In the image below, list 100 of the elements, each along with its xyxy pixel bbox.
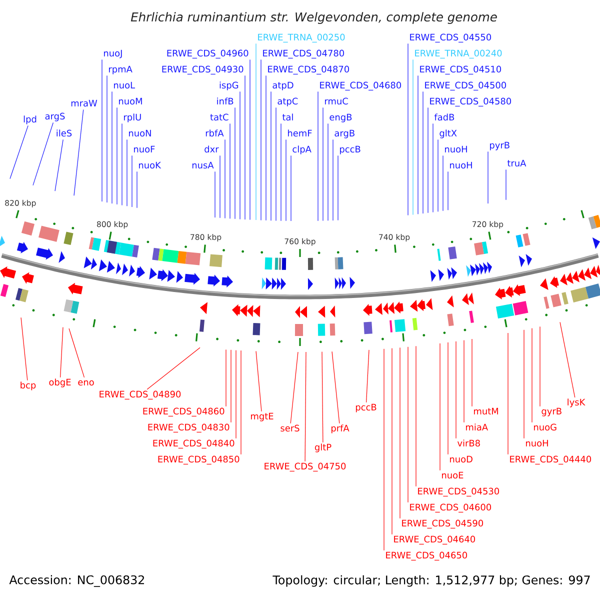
leader-line (106, 75, 108, 203)
gene-label: ERWE_CDS_04510 (420, 66, 502, 74)
gene-label: ERWE_CDS_04580 (430, 98, 512, 106)
leader-line (290, 352, 298, 424)
gene-label: argS (45, 112, 65, 122)
gene-label: clpA (292, 146, 312, 154)
gene-label: ERWE_CDS_04680 (320, 82, 402, 90)
gene-label: infB (217, 98, 234, 104)
leader-line (280, 123, 282, 222)
gene-label: mgtE (251, 412, 274, 422)
gene-label: ERWE_CDS_04590 (402, 520, 484, 529)
gene-label: ileS (56, 130, 72, 137)
gene-label: nuoK (139, 162, 162, 169)
gene-label: ispG (220, 82, 238, 90)
leader-line (366, 350, 370, 403)
gene-label: engB (330, 114, 352, 122)
gene-label: ERWE_CDS_04650 (386, 552, 468, 561)
gene-label: ERWE_CDS_04930 (162, 66, 244, 74)
gene-label: tatC (210, 114, 228, 121)
gene-label: gyrB (542, 408, 562, 416)
gene-label: gltP (314, 444, 332, 452)
gene-label: virB8 (457, 440, 480, 447)
gene-label: ERWE_CDS_04600 (410, 504, 492, 513)
gene-label: serS (280, 424, 300, 432)
leader-line (442, 155, 444, 212)
gene-label: ERWE_CDS_04890 (100, 390, 181, 400)
gene-label: tal (282, 114, 293, 121)
leader-line (304, 352, 306, 462)
gene-label: rplU (124, 114, 141, 122)
gene-label: nuoF (134, 146, 155, 153)
gene-label: ERWE_CDS_04840 (153, 440, 234, 449)
gene-label: truA (507, 160, 526, 167)
leader-line (332, 139, 334, 221)
gene-label: gltX (440, 130, 457, 138)
gene-label: ERWE_CDS_04850 (158, 456, 240, 465)
gene-label: nuoL (114, 82, 135, 89)
leader-line (270, 91, 272, 221)
gene-label: eno (78, 380, 94, 386)
leader-line (214, 171, 216, 218)
leader-line (230, 350, 232, 423)
gene-label: fadB (434, 114, 454, 121)
leader-line (240, 350, 242, 455)
gene-label: ERWE_TRNA_00240 (415, 50, 502, 58)
gene-label: ERWE_CDS_04550 (410, 34, 492, 42)
leader-line (412, 59, 414, 215)
gene-label: ERWE_CDS_04500 (425, 82, 506, 90)
gene-label: atpC (278, 98, 298, 106)
footer-text: Accession: NC_006832 (9, 575, 144, 587)
gene-label: nuoH (526, 440, 548, 447)
gene-label: atpD (272, 82, 294, 90)
gene-label: pccB (340, 146, 360, 154)
leader-line (560, 322, 576, 398)
gene-label: mutM (474, 408, 498, 415)
gene-label: pccB (356, 404, 376, 412)
leader-line (256, 350, 262, 412)
gene-label: ERWE_CDS_04870 (268, 66, 350, 74)
gene-label: ERWE_CDS_04960 (167, 50, 248, 58)
leader-line (68, 328, 85, 378)
gene-label: nuoD (450, 456, 472, 463)
gene-label: rmuC (325, 98, 348, 105)
gene-label: nuoN (129, 130, 151, 137)
gene-label: nuoG (534, 424, 556, 431)
footer-text: Topology: circular; Length: 1,512,977 bp; Genes: 997 (272, 575, 590, 587)
leader-line (126, 139, 128, 206)
gene-label: pyrB (490, 142, 510, 150)
gene-label: ERWE_TRNA_00250 (258, 34, 345, 42)
title: Ehrlichia ruminantium str. Welgevonden, complete genome (130, 12, 497, 24)
gene-label: ERWE_CDS_04780 (263, 50, 344, 58)
leader-line (332, 351, 340, 424)
gene-label: nuoJ (104, 50, 122, 58)
gene-label: rbfA (206, 130, 224, 137)
gene-label: lpd (24, 116, 36, 124)
leader-line (136, 171, 138, 208)
leader-line (60, 326, 64, 378)
gene-label: dxr (204, 146, 219, 153)
leader-line (234, 107, 236, 220)
leader-line (432, 123, 434, 213)
leader-line (20, 317, 28, 381)
gene-label: bcp (20, 382, 36, 390)
gene-label: miaA (466, 424, 488, 431)
gene-label: argB (334, 130, 354, 138)
leader-line (116, 107, 118, 205)
leader-line (10, 125, 28, 180)
leader-line (322, 107, 324, 222)
gene-label: ERWE_CDS_04640 (394, 536, 476, 545)
gene-label: ERWE_CDS_04860 (143, 408, 224, 417)
gene-label: nuoH (450, 162, 472, 169)
gene-label: nuoM (119, 98, 142, 105)
leader-line (74, 109, 84, 196)
leader-line (290, 155, 292, 222)
leader-line (32, 122, 54, 186)
gene-label: prfA (331, 424, 350, 434)
gene-label: ERWE_CDS_04530 (418, 488, 500, 497)
leader-line (422, 91, 424, 214)
gene-label: nuoH (445, 146, 467, 153)
gene-label: lysK (568, 398, 586, 408)
gene-label: ERWE_CDS_04440 (510, 456, 592, 465)
gene-label: mraW (71, 100, 98, 107)
gene-label: ERWE_CDS_04830 (148, 424, 230, 433)
leader-line (224, 139, 226, 219)
